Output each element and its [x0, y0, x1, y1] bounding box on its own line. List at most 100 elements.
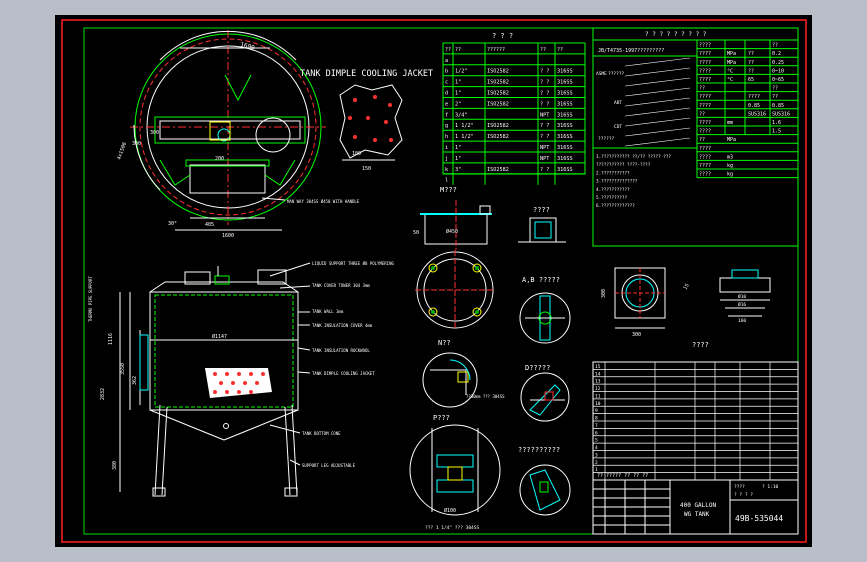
nozzle-cell: b — [445, 69, 448, 75]
detail-last-title: ?????????? — [518, 446, 560, 454]
nozzle-cell: ? ? — [540, 134, 549, 140]
tech-note-line: 4.??????????? — [596, 187, 630, 193]
top-dim-6: 1600 — [222, 233, 234, 239]
detail-p-note: ??? 1 1/4" ??? 304SS — [425, 525, 479, 531]
nozzle-cell: ISO2582 — [487, 80, 509, 86]
parts-row-number: 2 — [595, 460, 598, 466]
tech-cell: 0~65 — [772, 77, 784, 83]
tech-cell: ???? — [699, 60, 711, 66]
nozzle-cell: 2" — [455, 101, 461, 107]
tech-cell: ???? — [699, 154, 711, 160]
nozzle-cell: ISO2582 — [487, 91, 509, 97]
nozzle-cell: e — [445, 101, 448, 107]
front-callout-1: LIQUID SUPPORT THREE Ø8 POLYMERING — [312, 261, 394, 266]
nozzle-cell: a — [445, 58, 448, 64]
flange-dim-4: Ø10 — [738, 293, 746, 300]
tech-cell: ?? — [699, 111, 705, 117]
tech-cell: m3 — [727, 154, 733, 160]
tech-cell: 1.6 — [772, 120, 781, 126]
flange-dim-3: 15 — [683, 283, 691, 291]
tech-cell: ?? — [772, 86, 778, 92]
parts-list-footer: ?? ????? ?? ?? ?? — [597, 473, 648, 479]
nozzle-cell: 316SS — [557, 112, 573, 118]
tech-note-5: ?????? — [598, 136, 615, 142]
nozzle-header-4: ?? — [557, 47, 563, 53]
nozzle-cell: ISO2582 — [487, 101, 509, 107]
nozzle-header-1: ?? — [455, 47, 461, 53]
parts-row-number: 14 — [595, 371, 601, 377]
tech-cell: kg — [727, 163, 733, 169]
tech-cell: ???? — [748, 94, 760, 100]
nozzle-cell: i — [445, 145, 448, 151]
nozzle-cell: l — [445, 178, 448, 184]
nozzle-cell: 1" — [455, 80, 461, 86]
nozzle-cell: 316SS — [557, 134, 573, 140]
nozzle-cell: 1 1/2" — [455, 134, 474, 140]
tech-cell: ?? — [748, 51, 754, 57]
detail-n-note: ??30mm ??? 304SS — [466, 394, 505, 399]
flange-dim-6: 160 — [738, 318, 746, 324]
tech-table-title: ? ? ? ? ? ? ? ? ? — [645, 31, 707, 38]
front-label-left: THERMO PIPE SUPPORT — [88, 276, 93, 322]
top-dim-2: 4x1500 — [116, 142, 128, 161]
front-dim-4: 2832 — [100, 388, 106, 400]
tech-cell: ?? — [772, 94, 778, 100]
outer-red-border — [61, 19, 807, 543]
tech-cell: ?? — [699, 137, 705, 143]
tech-table: ? ? ? ? ? ? ? ? ? JB/T4735-1997?????????… — [592, 27, 799, 247]
nozzle-cell: ? ? — [540, 91, 549, 97]
detail-p-title: P??? — [433, 414, 450, 422]
title-line-1: 400 GALLON — [680, 502, 717, 509]
sheet-background — [55, 15, 812, 547]
nozzle-cell: ISO2582 — [487, 69, 509, 75]
jacket-dim-2: 100 — [352, 151, 361, 157]
tech-cell: ?? — [772, 43, 778, 49]
tech-cell: ???? — [699, 51, 711, 57]
drawing-number: 49B-535044 — [735, 514, 783, 523]
front-callout-2: TANK COVER TOWER 304 3mm — [312, 283, 370, 288]
tech-cell: ???? — [699, 163, 711, 169]
tech-note-1: ASME — [596, 71, 607, 77]
tech-cell: ???? — [699, 172, 711, 178]
nozzle-cell: 1" — [455, 145, 461, 151]
front-dim-3: 362 — [132, 376, 138, 385]
nozzle-cell: 316SS — [557, 145, 573, 151]
front-callout-3: TANK WALL 3mm — [312, 309, 344, 314]
tech-cell: kg — [727, 172, 733, 178]
front-view: THERMO PIPE SUPPORT 1116 3550 362 2832 3… — [88, 261, 394, 497]
detail-cap-title: ???? — [533, 206, 550, 214]
detail-m-dim-2: 50 — [413, 230, 419, 236]
tech-cell: SUS316 — [772, 111, 790, 117]
detail-d-title: D????? — [525, 364, 550, 372]
nozzle-cell: 316SS — [557, 101, 573, 107]
nozzle-cell: j — [445, 156, 448, 162]
nozzle-cell: f — [445, 112, 448, 118]
tech-cell: 65 — [748, 77, 754, 83]
detail-p: P??? Ø100 ??? 1 1/4" ??? 304SS — [409, 414, 501, 531]
parts-row-number: 3 — [595, 452, 598, 458]
parts-row-number: 1 — [595, 467, 598, 473]
tech-cell: °C — [727, 68, 733, 74]
detail-p-dim: Ø100 — [444, 507, 456, 514]
tech-cell: mm — [727, 120, 733, 126]
nozzle-cell: ? ? — [540, 80, 549, 86]
tech-note-4: CDT — [614, 124, 622, 130]
front-callout-5: TANK INSULATION ROCKWOOL — [312, 348, 370, 353]
nozzle-cell: ISO2582 — [487, 167, 509, 173]
detail-cap: ???? — [518, 206, 566, 243]
title-line-2: WG TANK — [684, 511, 710, 518]
detail-n-title: N?? — [438, 339, 451, 347]
tech-cell: ?? — [748, 60, 754, 66]
flange-detail: 300 300 15 Ø10 Ø16 160 ???? — [601, 267, 771, 349]
parts-list: ???? ?? ????? ?? ?? ?? 15141312111098765… — [592, 361, 799, 481]
tech-cell: 0.85 — [748, 103, 760, 109]
title-block: 400 GALLON WG TANK 49B-535044 ???? ? ? ?… — [592, 479, 799, 535]
tech-note-2: ?????? — [608, 71, 625, 77]
front-callout-4: TANK INSULATION COVER 4mm — [312, 323, 373, 328]
nozzle-cell: NPT — [540, 156, 549, 162]
jacket-dim-1: 150 — [362, 166, 371, 172]
nozzle-cell: 3/4" — [455, 112, 468, 118]
tech-cell: ???? — [699, 68, 711, 74]
